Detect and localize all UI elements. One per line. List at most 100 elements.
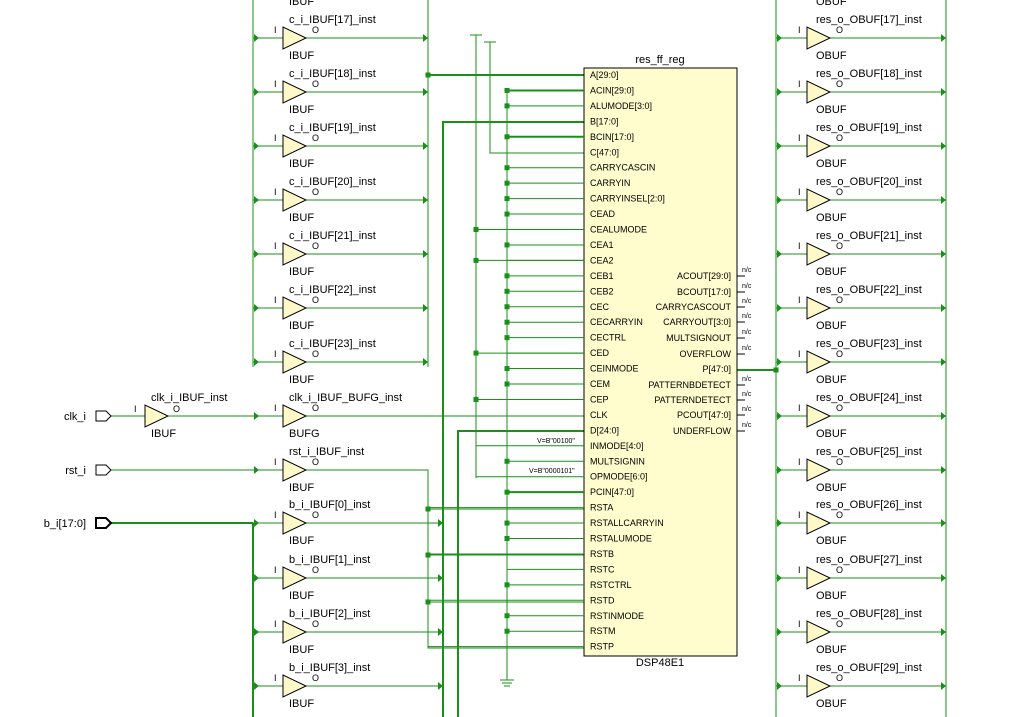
buffer-instance-label: res_o_OBUF[27]_inst (816, 554, 922, 566)
buffer-pin-o: O (836, 295, 843, 305)
buffer-pin-o: O (312, 295, 319, 305)
dsp-input-pin: CED (473, 348, 610, 358)
buffer-pin-i: I (798, 510, 801, 520)
buffer-pin-o: O (836, 133, 843, 143)
buffer-cell-label: OBUF (816, 50, 847, 62)
buffer-instance-label: c_i_IBUF[21]_inst (289, 230, 376, 242)
dsp-output-pin: CARRYOUT[3:0]n/c (663, 313, 752, 327)
port-rst-label: rst_i (65, 465, 86, 477)
no-connect-label: n/c (742, 376, 752, 383)
port-b[interactable]: b_i[17:0] (44, 517, 113, 530)
buffer-cell-label: IBUF (289, 698, 314, 710)
buffer-pin-o: O (836, 403, 843, 413)
buffer-pin-i: I (274, 457, 277, 467)
clk-ibuf[interactable]: clk_i_IBUF_inst I O IBUF (134, 392, 227, 440)
dsp-input-pin-label: CED (590, 348, 610, 358)
dsp-input-pin-label: CECTRL (590, 333, 626, 343)
buffer-pin-i: I (274, 565, 277, 575)
buffer-pin-o: O (836, 79, 843, 89)
buffer-pin-o: O (312, 510, 319, 520)
buffer-pin-o: O (836, 619, 843, 629)
dsp-input-pin: CEB2 (504, 286, 614, 296)
dsp-input-pin-label: PCIN[47:0] (590, 487, 634, 497)
buffer-cell-label: IBUF (289, 212, 314, 224)
dsp-input-pin: INMODE[4:0] (476, 441, 644, 451)
buffer-cell-label: OBUF (816, 698, 847, 710)
dsp-input-pin: CARRYINSEL[2:0] (504, 194, 665, 204)
dsp-output-pin-label: UNDERFLOW (673, 426, 732, 436)
dsp-input-pin: CEA2 (473, 255, 614, 265)
buffer-pin-i: I (274, 295, 277, 305)
dsp-input-pin-label: RSTD (590, 595, 615, 605)
dsp48e1-block[interactable]: res_ff_reg DSP48E1 V=B"00100" V=B"000010… (428, 54, 752, 669)
buffer-pin-o: O (836, 241, 843, 251)
dsp-input-pin-label: CARRYCASCIN (590, 163, 655, 173)
dsp-input-pin: CLK (590, 410, 608, 420)
dsp-input-pin-label: CEINMODE (590, 364, 639, 374)
buffer-pin-i: I (274, 403, 277, 413)
no-connect-label: n/c (742, 391, 752, 398)
buffer-cell-label: IBUF (289, 50, 314, 62)
buffer-instance-label: b_i_IBUF[0]_inst (289, 499, 370, 511)
buffer-instance-label: b_i_IBUF[2]_inst (289, 608, 370, 620)
buffer-instance-label: b_i_IBUF[3]_inst (289, 662, 370, 674)
port-rst[interactable]: rst_i (65, 464, 112, 477)
clk-ibuf-inst-label: clk_i_IBUF_inst (151, 392, 227, 404)
buffer-pin-o: O (312, 403, 319, 413)
buffer-pin-i: I (274, 673, 277, 683)
buffer-cell-label: IBUF (289, 644, 314, 656)
buffer-pin-o: O (312, 457, 319, 467)
dsp-input-pin: RSTCTRL (504, 580, 632, 590)
dsp-input-pin: CEALUMODE (473, 225, 647, 235)
buffer-instance-label: res_o_OBUF[24]_inst (816, 392, 922, 404)
dsp-input-pin-label: CARRYIN (590, 178, 630, 188)
port-clk[interactable]: clk_i (64, 410, 112, 423)
dsp-input-pin: MULTSIGNIN (504, 456, 645, 466)
buffer-pin-i: I (798, 79, 801, 89)
dsp-input-pin: PCIN[47:0] (504, 487, 634, 497)
dsp-input-pin: BCIN[17:0] (504, 132, 634, 142)
buffer-cell-label: IBUF (289, 158, 314, 170)
dsp-input-pin: RSTA (428, 503, 613, 513)
buffer-cell-label: OBUF (816, 158, 847, 170)
buffer-instance-label: c_i_IBUF[19]_inst (289, 122, 376, 134)
dsp-input-pin: A[29:0] (590, 70, 619, 80)
buffer-instance-label: c_i_IBUF[20]_inst (289, 176, 376, 188)
buffer-pin-i: I (274, 241, 277, 251)
buffer-cell-label: IBUF (289, 482, 314, 494)
buffer-instance-label: c_i_IBUF[18]_inst (289, 68, 376, 80)
dsp-input-pin-label: CEM (590, 379, 610, 389)
dsp-input-pin: RSTINMODE (504, 611, 644, 621)
buffer-pin-i: I (798, 241, 801, 251)
dsp-input-pin-label: BCIN[17:0] (590, 132, 634, 142)
